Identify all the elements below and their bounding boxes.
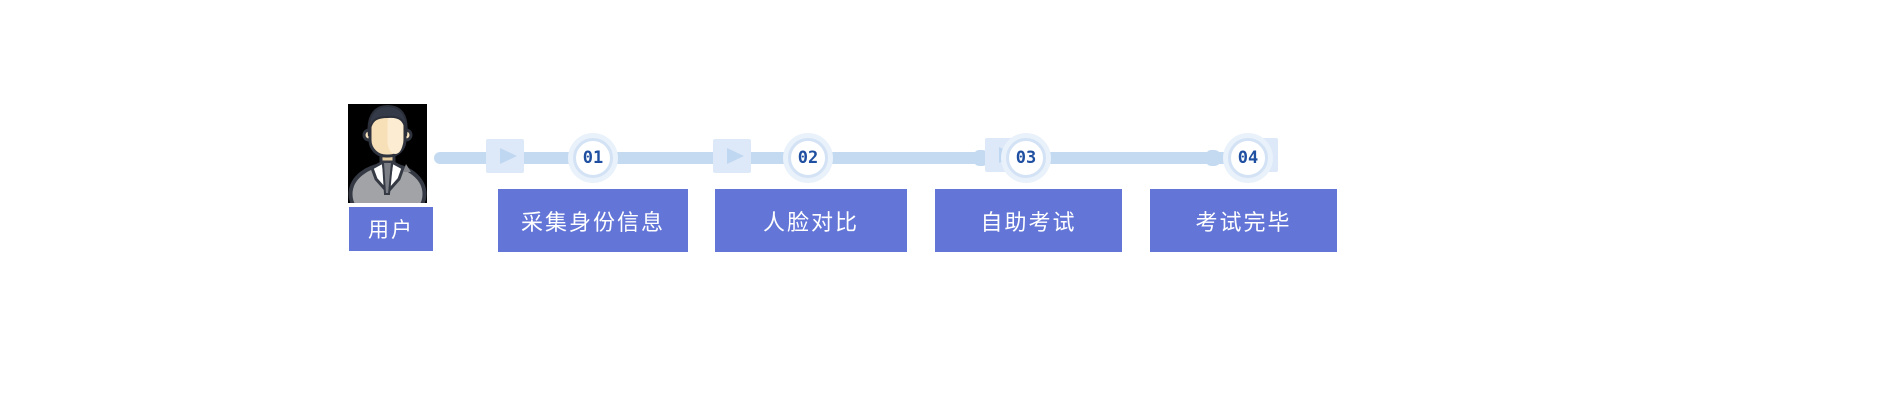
user-avatar-icon — [348, 104, 427, 203]
arrow-marker — [713, 139, 751, 173]
user-label: 用户 — [349, 207, 433, 251]
user-avatar — [348, 104, 427, 203]
step-number-badge: 04 — [1228, 138, 1268, 178]
arrow-marker — [486, 139, 524, 173]
step-number: 02 — [797, 148, 819, 168]
step-number-badge: 01 — [573, 138, 613, 178]
chevron-right-icon — [499, 148, 517, 164]
step-number: 01 — [582, 148, 604, 168]
step-label: 考试完毕 — [1150, 189, 1337, 252]
step-label: 自助考试 — [935, 189, 1122, 252]
flow-line — [434, 152, 1254, 164]
step-number: 04 — [1237, 148, 1259, 168]
step-label: 采集身份信息 — [498, 189, 688, 252]
step-number-badge: 03 — [1006, 138, 1046, 178]
step-number-badge: 02 — [788, 138, 828, 178]
step-number: 03 — [1015, 148, 1037, 168]
step-label: 人脸对比 — [715, 189, 907, 252]
line-arrow-cap — [1206, 150, 1222, 166]
chevron-right-icon — [726, 148, 744, 164]
